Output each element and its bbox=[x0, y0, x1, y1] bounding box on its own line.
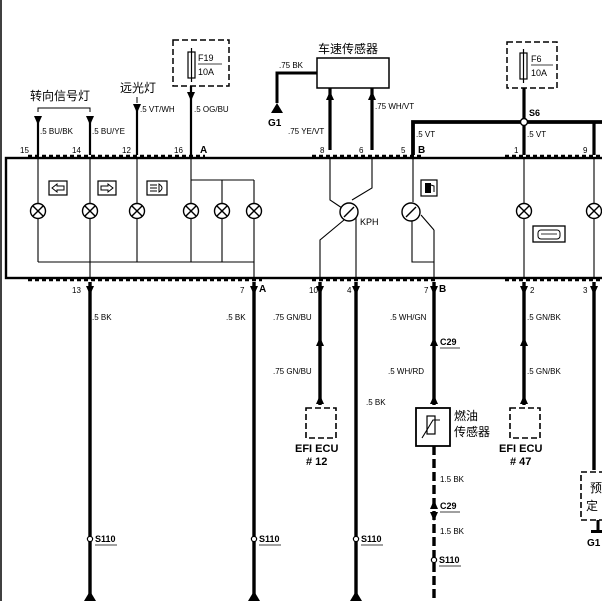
fuel-sender-label-line1: 燃油 bbox=[454, 408, 478, 423]
pin-top: 16 bbox=[174, 146, 183, 155]
lamp-icon bbox=[585, 202, 602, 220]
efi-ecu-12: EFI ECU # 12 bbox=[295, 407, 338, 468]
splice-s6-dot bbox=[519, 117, 529, 127]
pin-bottom: 13 bbox=[72, 286, 81, 295]
wire-label: .75 YE/VT bbox=[288, 127, 324, 136]
fuse-f19-rating: 10A bbox=[198, 67, 214, 77]
lamp-icon bbox=[81, 202, 99, 220]
efi-ecu-12-pin: # 12 bbox=[306, 456, 327, 468]
splice-s110: S110 bbox=[259, 534, 280, 544]
lamp-icon bbox=[128, 202, 146, 220]
pin-top: 1 bbox=[514, 146, 519, 155]
speed-sensor-label: 车速传感器 bbox=[318, 41, 378, 56]
ground-g1-right: G1 bbox=[587, 538, 601, 549]
ground-icon bbox=[271, 103, 283, 113]
lamp-icon bbox=[245, 202, 263, 220]
wire-label: .75 WH/VT bbox=[375, 102, 414, 111]
fuel-sender-label-line2: 传感器 bbox=[454, 424, 490, 439]
splice-s110: S110 bbox=[439, 555, 460, 565]
speed-sensor: 车速传感器 bbox=[316, 41, 390, 89]
ground-icon bbox=[350, 591, 362, 601]
fuse-icon bbox=[519, 49, 528, 83]
instrument-cluster-box bbox=[4, 156, 602, 280]
splice-s110-group: S110 S110 S110 S110 bbox=[86, 534, 461, 567]
ground-icon bbox=[84, 591, 96, 601]
connector-a-bottom: A bbox=[259, 284, 266, 295]
connector-a-top: A bbox=[200, 145, 207, 156]
turn-right-arrow-icon bbox=[97, 180, 117, 196]
lamp-icon bbox=[213, 202, 231, 220]
splice-s110: S110 bbox=[95, 534, 116, 544]
pin-bottom: 10 bbox=[309, 286, 318, 295]
efi-ecu-47-pin: # 47 bbox=[510, 456, 531, 468]
efi-ecu-47-name: EFI ECU bbox=[499, 443, 542, 455]
pin-bottom: 2 bbox=[530, 286, 535, 295]
fuse-f6: F6 10A bbox=[506, 41, 558, 89]
fuse-f19-name: F19 bbox=[198, 53, 214, 63]
check-engine-icon bbox=[532, 225, 566, 243]
lamp-icon bbox=[29, 202, 47, 220]
connector-b-top: B bbox=[418, 145, 425, 156]
wire-label: .5 GN/BK bbox=[527, 313, 561, 322]
pin-top: 12 bbox=[122, 146, 131, 155]
wire-label: 1.5 BK bbox=[440, 527, 465, 536]
pin-bottom: 4 bbox=[347, 286, 352, 295]
wire-label: .5 VT/WH bbox=[140, 105, 175, 114]
wire-label: .5 BU/YE bbox=[92, 127, 125, 136]
high-beam-label: 远光灯 bbox=[120, 81, 156, 95]
splice-s110: S110 bbox=[361, 534, 382, 544]
pin-top: 15 bbox=[20, 146, 29, 155]
wire-label: .5 VT bbox=[416, 130, 435, 139]
turn-left-arrow-icon bbox=[48, 180, 68, 196]
wire-label: .5 VT bbox=[527, 130, 546, 139]
wire-label: .5 BU/BK bbox=[40, 127, 74, 136]
wire-label: .5 WH/RD bbox=[388, 367, 424, 376]
fuse-f6-rating: 10A bbox=[531, 68, 547, 78]
connector-b-bottom: B bbox=[439, 284, 446, 295]
connector-c29-upper: C29 bbox=[440, 337, 457, 347]
gauge-icon bbox=[339, 202, 359, 222]
right-device-label-line2: 定 bbox=[586, 498, 598, 513]
connector-c29-lower: C29 bbox=[440, 501, 457, 511]
wire-label: .75 GN/BU bbox=[273, 367, 312, 376]
fuse-f6-name: F6 bbox=[531, 54, 542, 64]
pin-top: 5 bbox=[401, 146, 406, 155]
wire-label: .75 GN/BU bbox=[273, 313, 312, 322]
fuel-pump-icon bbox=[420, 179, 438, 197]
right-device: 预 定 G1 bbox=[580, 471, 602, 549]
ground-g1-left: G1 bbox=[268, 118, 282, 129]
wire-label: .5 BK bbox=[226, 313, 246, 322]
pin-top: 8 bbox=[320, 146, 325, 155]
wire-label: .5 WH/GN bbox=[390, 313, 427, 322]
high-beam-icon bbox=[146, 180, 168, 196]
lamp-icon bbox=[182, 202, 200, 220]
turn-signal-label: 转向信号灯 bbox=[30, 88, 90, 103]
wire-label: .5 BK bbox=[92, 313, 112, 322]
pin-top: 6 bbox=[359, 146, 364, 155]
wire-label: 1.5 BK bbox=[440, 475, 465, 484]
pin-bottom: 3 bbox=[583, 286, 588, 295]
wire-label: .75 BK bbox=[279, 61, 304, 70]
efi-ecu-12-name: EFI ECU bbox=[295, 443, 338, 455]
fuse-f19: F19 10A bbox=[172, 39, 230, 87]
fuse-icon bbox=[187, 48, 196, 82]
wire-label: .5 GN/BK bbox=[527, 367, 561, 376]
right-device-label-line1: 预 bbox=[590, 481, 602, 495]
fuel-sender: 燃油 传感器 bbox=[415, 407, 490, 447]
efi-ecu-47: EFI ECU # 47 bbox=[499, 407, 542, 468]
ground-icon bbox=[248, 591, 260, 601]
wire-label: .5 BK bbox=[366, 398, 386, 407]
lamp-icon bbox=[515, 202, 533, 220]
pin-bottom: 7 bbox=[240, 286, 245, 295]
kph-label: KPH bbox=[360, 217, 379, 227]
pin-top: 14 bbox=[72, 146, 81, 155]
cluster-internal-wiring bbox=[37, 158, 595, 278]
splice-s6: S6 bbox=[529, 108, 540, 118]
pin-top: 9 bbox=[583, 146, 588, 155]
gauge-icon bbox=[401, 202, 421, 222]
pin-bottom: 7 bbox=[424, 286, 429, 295]
wire-label: .5 OG/BU bbox=[194, 105, 229, 114]
